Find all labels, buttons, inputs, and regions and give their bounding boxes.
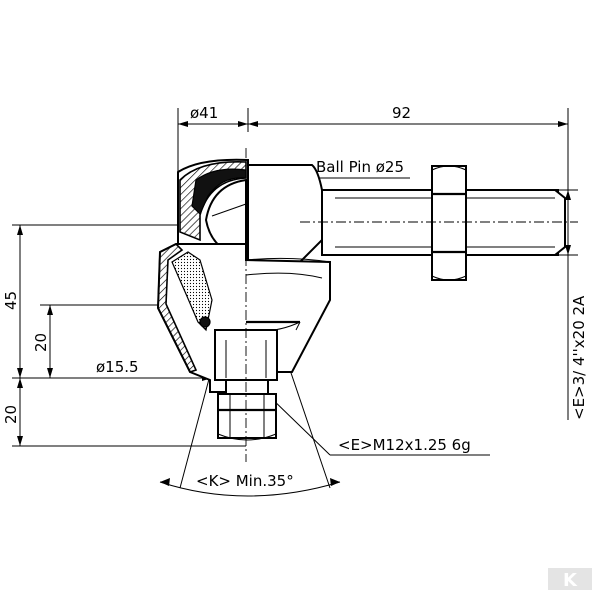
bottom-nut [217, 379, 277, 441]
ball-housing [156, 158, 331, 393]
dimension-arrows [17, 121, 571, 486]
center-lines [245, 148, 578, 462]
brand-logo-watermark: K [548, 568, 592, 591]
dimension-labels: ø41 92 Ball Pin ø25 45 20 20 ø15.5 <E>M1… [2, 104, 588, 490]
threaded-shaft [247, 164, 566, 281]
dim-height-20-low: 20 [2, 405, 20, 424]
brand-logo-letter: K [563, 570, 578, 591]
dim-diameter-41: ø41 [190, 104, 218, 122]
dim-length-92: 92 [392, 104, 411, 122]
angle-k-label: <K> Min.35° [196, 472, 294, 490]
ball-pin-label: Ball Pin ø25 [316, 158, 404, 176]
thread-3-4-label: <E>3/ 4''x20 2A [570, 295, 588, 420]
thread-m12-label: <E>M12x1.25 6g [338, 436, 471, 454]
dim-height-45: 45 [2, 291, 20, 310]
dim-diameter-15-5: ø15.5 [96, 358, 139, 376]
dimension-lines [12, 108, 578, 497]
dim-height-20-mid: 20 [32, 333, 50, 352]
